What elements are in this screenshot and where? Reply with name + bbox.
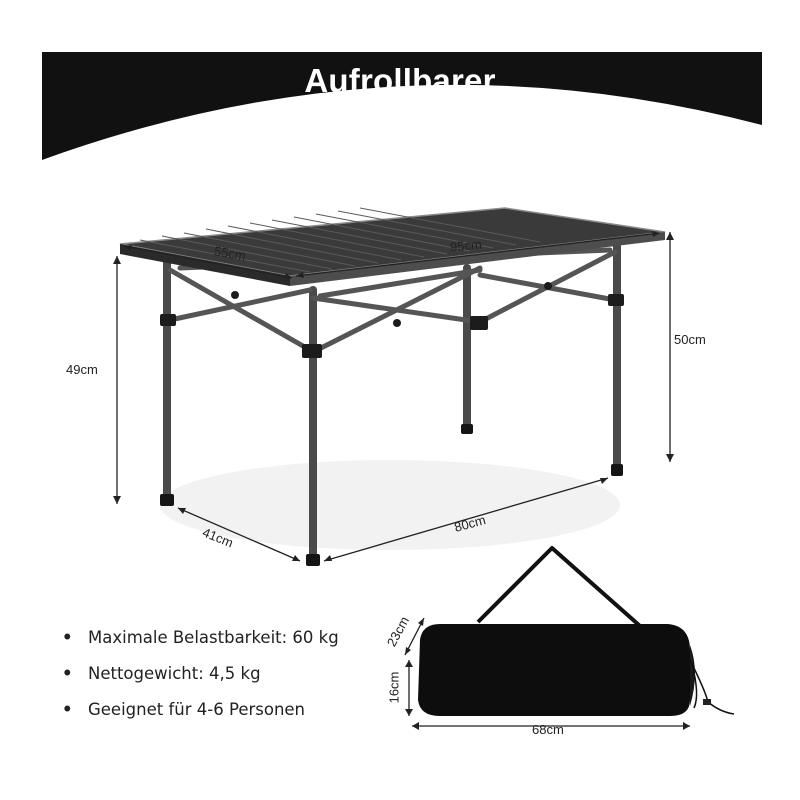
feature-text: Geeignet für 4-6 Personen xyxy=(88,700,306,719)
bag-body xyxy=(418,624,690,716)
dim-total-height-label: 50cm xyxy=(674,332,706,347)
bullet-icon: • xyxy=(62,628,73,647)
leg-feet xyxy=(160,424,623,566)
dimension-lines xyxy=(116,232,671,562)
table-top-edge-side xyxy=(290,232,665,286)
bag-dim-height-label: 16cm xyxy=(386,671,402,704)
title-line-1: Aufrollbarer xyxy=(304,62,496,99)
title-banner xyxy=(42,52,762,160)
feature-text: Maximale Belastbarkeit: 60 kg xyxy=(88,628,339,647)
bullet-icon: • xyxy=(62,700,73,719)
feature-list: • Maximale Belastbarkeit: 60 kg • Nettogew… xyxy=(62,626,339,734)
bag-strap xyxy=(476,546,642,628)
dimension-arrowheads xyxy=(113,231,674,561)
bag-dimension-arrowheads xyxy=(405,618,690,730)
table-top-edge xyxy=(120,244,290,286)
feature-item: • Nettogewicht: 4,5 kg xyxy=(62,662,339,698)
bag-dim-length-label: 68cm xyxy=(532,722,564,737)
bullet-icon: • xyxy=(62,664,73,683)
carry-bag xyxy=(418,546,735,716)
title-line-2: Aluminium-Campingtisch xyxy=(197,108,603,145)
table-legs xyxy=(163,241,621,562)
feature-text: Nettogewicht: 4,5 kg xyxy=(88,664,261,683)
floor-shadow xyxy=(160,460,620,550)
dim-leg-height-label: 49cm xyxy=(66,362,98,377)
table-slats xyxy=(139,207,541,273)
feature-item: • Maximale Belastbarkeit: 60 kg xyxy=(62,626,339,662)
frame-joints xyxy=(160,282,624,358)
feature-item: • Geeignet für 4-6 Personen xyxy=(62,698,339,734)
